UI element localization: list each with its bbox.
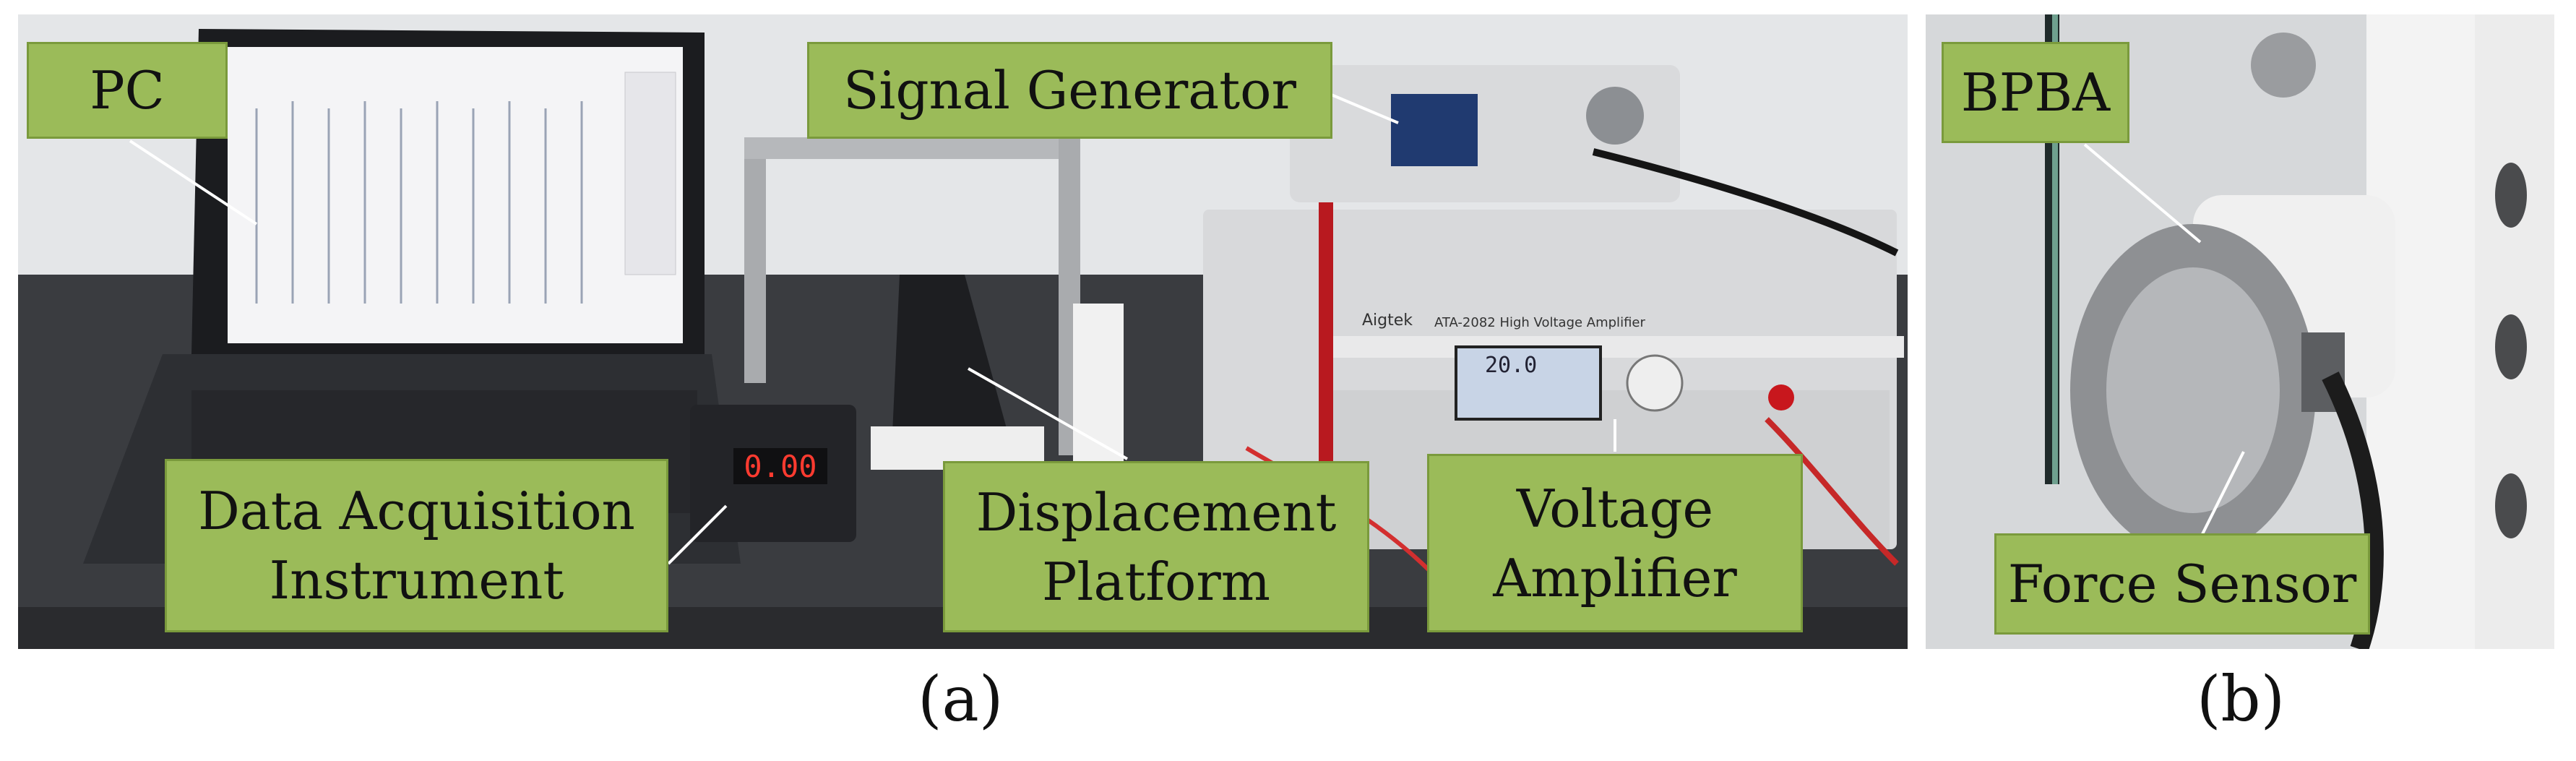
screen-table: [624, 72, 676, 275]
amplifier-brand: Aigtek: [1362, 311, 1413, 330]
plate-hole-1: [2495, 163, 2527, 228]
amplifier-knob: [1626, 354, 1684, 412]
laptop-screen: [228, 47, 683, 343]
plate-hole-3: [2495, 473, 2527, 538]
label-bpba: BPBA: [1942, 42, 2129, 143]
amplifier-model: ATA-2082 High Voltage Amplifier: [1434, 315, 1645, 330]
caption-panel-b: (b): [2197, 663, 2286, 736]
generator-knob: [1586, 87, 1644, 145]
generator-screen: [1391, 94, 1478, 166]
label-bpba-text: BPBA: [1960, 62, 2111, 123]
screw-top: [2251, 33, 2316, 98]
daq-screen: [733, 448, 827, 484]
amplifier-terminal: [1768, 384, 1794, 410]
caption-panel-a: (a): [918, 663, 1004, 736]
bpba-edge: [2052, 14, 2058, 484]
label-voltage-amplifier: Voltage Amplifier: [1427, 454, 1803, 632]
amplifier-screen-readout: 20.0: [1485, 353, 1537, 378]
frame-post-left: [744, 137, 766, 383]
amplifier-red-side: [1319, 202, 1333, 542]
label-platform-line1: Displacement: [975, 481, 1337, 543]
label-daq-line1: Data Acquisition: [198, 481, 635, 541]
plate-hole-2: [2495, 314, 2527, 379]
force-sensor-face: [2106, 267, 2280, 513]
amplifier-screen: [1455, 345, 1602, 421]
label-signal-generator-text: Signal Generator: [843, 60, 1296, 121]
sensor-mount: [1073, 304, 1124, 470]
daq-readout: 0.00: [744, 449, 817, 484]
label-signal-generator: Signal Generator: [807, 42, 1332, 139]
label-amplifier-line1: Voltage: [1516, 478, 1714, 539]
label-displacement-platform: Displacement Platform: [943, 461, 1369, 632]
label-pc-text: PC: [90, 60, 165, 121]
label-amplifier-line2: Amplifier: [1493, 547, 1737, 609]
label-force-sensor-text: Force Sensor: [2007, 554, 2357, 614]
cable: [1592, 148, 1899, 257]
label-data-acquisition: Data Acquisition Instrument: [165, 459, 668, 632]
label-platform-line2: Platform: [1041, 551, 1271, 612]
label-daq-line2: Instrument: [269, 550, 564, 611]
label-force-sensor: Force Sensor: [1994, 533, 2370, 635]
frame-beam: [744, 137, 1077, 159]
amplifier-title-strip: [1333, 336, 1904, 358]
red-cable: [1765, 417, 1899, 566]
label-pc: PC: [27, 42, 228, 139]
